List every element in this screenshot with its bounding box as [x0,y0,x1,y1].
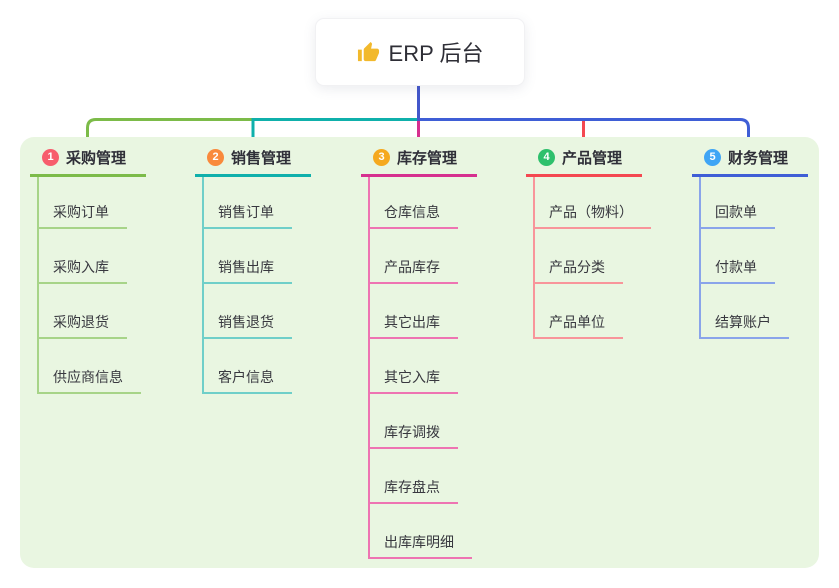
branch-2: 2 销售管理 销售订单销售出库销售退货客户信息 [195,147,345,394]
child-node[interactable]: 采购入库 [39,229,127,284]
branch-children-list: 产品（物料） 产品分类产品单位 [533,177,676,339]
branch-children-list: 回款单付款单结算账户 [699,177,839,339]
child-node-label: 销售订单 [218,204,274,220]
child-node[interactable]: 回款单 [701,177,775,229]
child-node[interactable]: 采购退货 [39,284,127,339]
child-node[interactable]: 客户信息 [204,339,292,394]
branch-1: 1 采购管理 采购订单采购入库采购退货供应商信息 [30,147,180,394]
branch-children-list: 采购订单采购入库采购退货供应商信息 [37,177,180,394]
child-node-label: 采购入库 [53,259,109,275]
child-node[interactable]: 出库库明细 [370,504,472,559]
child-node[interactable]: 产品分类 [535,229,623,284]
child-node[interactable]: 产品库存 [370,229,458,284]
child-node-label: 产品分类 [549,259,605,275]
child-node-label: 库存调拨 [384,424,440,440]
child-node-label: 产品库存 [384,259,440,275]
child-node-label: 其它入库 [384,369,440,385]
mindmap-panel: 1 采购管理 采购订单采购入库采购退货供应商信息 2 销售管理 销售订单销售出库… [20,137,819,568]
branch-number-badge: 4 [538,149,555,166]
child-node[interactable]: 销售出库 [204,229,292,284]
child-node[interactable]: 销售订单 [204,177,292,229]
child-node[interactable]: 产品单位 [535,284,623,339]
child-node[interactable]: 仓库信息 [370,177,458,229]
child-node[interactable]: 其它入库 [370,339,458,394]
branch-children-list: 销售订单销售出库销售退货客户信息 [202,177,345,394]
child-node[interactable]: 付款单 [701,229,775,284]
child-node-label: 产品（物料） [549,204,633,220]
root-node-label: ERP 后台 [388,41,484,66]
child-node[interactable]: 采购订单 [39,177,127,229]
child-node[interactable]: 销售退货 [204,284,292,339]
child-node-label: 采购订单 [53,204,109,220]
branch-title: 采购管理 [66,150,127,167]
child-node-label: 产品单位 [549,314,605,330]
child-node[interactable]: 结算账户 [701,284,789,339]
child-node-label: 付款单 [715,259,757,275]
child-node-label: 结算账户 [715,314,771,330]
branch-number-badge: 3 [373,149,390,166]
branch-number-badge: 2 [207,149,224,166]
branch-header[interactable]: 1 采购管理 [30,147,146,177]
child-node-label: 销售出库 [218,259,274,275]
thumbs-up-icon [357,41,380,64]
child-node-label: 回款单 [715,204,757,220]
child-node-label: 客户信息 [218,369,274,385]
branch-header[interactable]: 3 库存管理 [361,147,477,177]
child-node-label: 供应商信息 [53,369,123,385]
branch-header[interactable]: 5 财务管理 [692,147,808,177]
branch-header[interactable]: 4 产品管理 [526,147,642,177]
child-node-label: 仓库信息 [384,204,440,220]
branch-title: 财务管理 [728,150,789,167]
child-node-label: 其它出库 [384,314,440,330]
branch-5: 5 财务管理 回款单付款单结算账户 [692,147,839,339]
branch-number-badge: 1 [42,149,59,166]
child-node[interactable]: 其它出库 [370,284,458,339]
branch-number-badge: 5 [704,149,721,166]
child-node-label: 采购退货 [53,314,109,330]
child-node[interactable]: 库存盘点 [370,449,458,504]
branch-4: 4 产品管理 产品（物料） 产品分类产品单位 [526,147,676,339]
branch-title: 销售管理 [231,150,292,167]
root-node-erp[interactable]: ERP 后台 [315,18,525,86]
child-node-label: 出库库明细 [384,534,454,550]
branch-3: 3 库存管理 仓库信息产品库存其它出库其它入库库存调拨库存盘点出库库明细 [361,147,511,559]
branch-title: 库存管理 [397,150,458,167]
child-node[interactable]: 产品（物料） [535,177,651,229]
thumbs-up-path [357,41,379,61]
child-node[interactable]: 库存调拨 [370,394,458,449]
branch-title: 产品管理 [562,150,623,167]
branch-header[interactable]: 2 销售管理 [195,147,311,177]
child-node[interactable]: 供应商信息 [39,339,141,394]
branch-children-list: 仓库信息产品库存其它出库其它入库库存调拨库存盘点出库库明细 [368,177,511,559]
child-node-label: 库存盘点 [384,479,440,495]
child-node-label: 销售退货 [218,314,274,330]
